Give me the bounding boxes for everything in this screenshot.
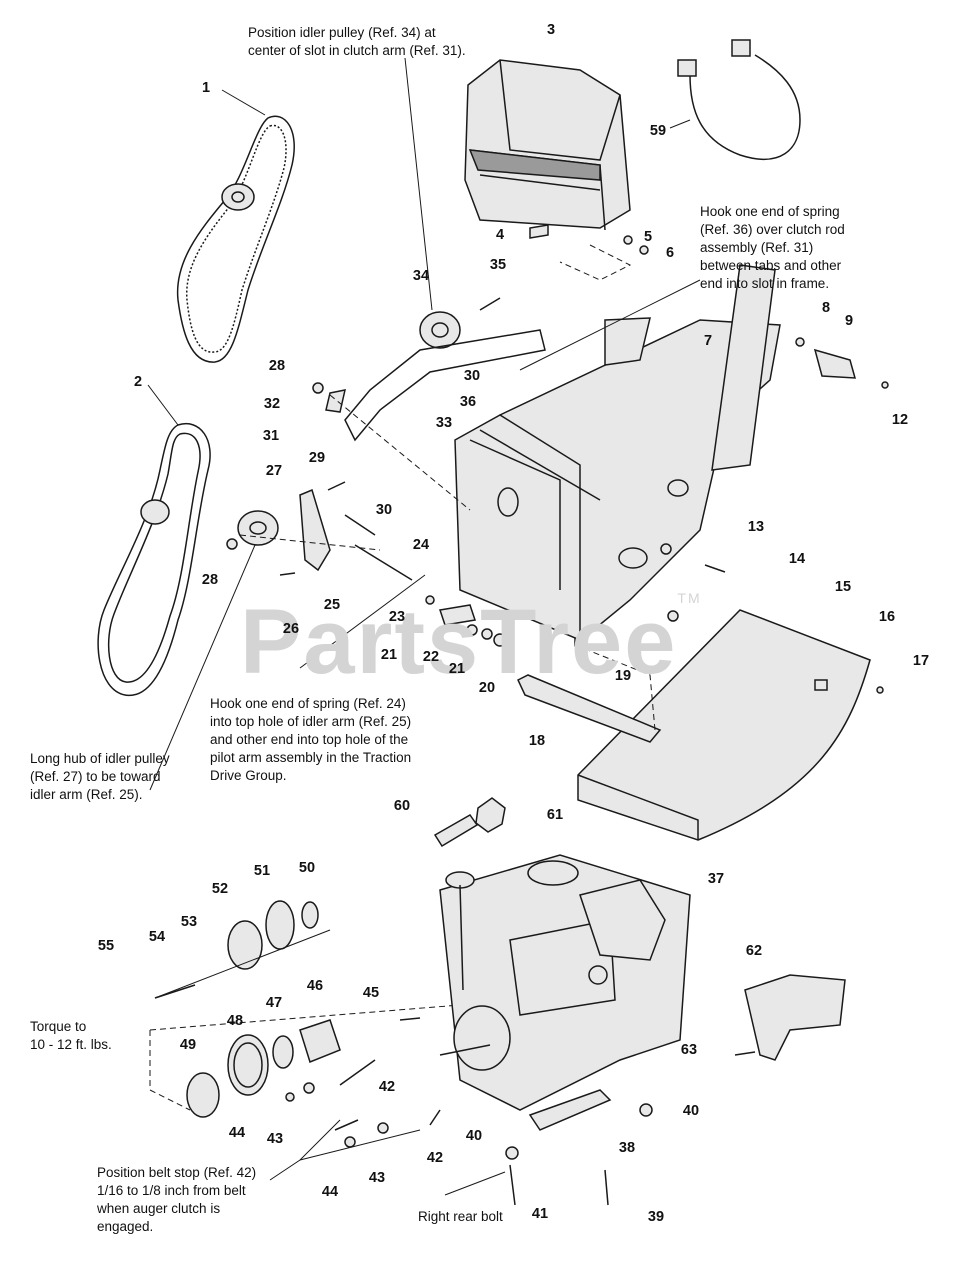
ref-number: 61 [546, 807, 564, 823]
ref-number: 39 [647, 1209, 665, 1225]
note-spring-24: Hook one end of spring (Ref. 24) into to… [210, 696, 412, 783]
ref-number: 44 [321, 1184, 339, 1200]
plate-38 [528, 1089, 612, 1131]
ref-number: 28 [268, 358, 286, 374]
ref-number: 31 [262, 428, 280, 444]
ref-number: 59 [649, 123, 667, 139]
ref-number: 3 [546, 22, 556, 38]
ref-number: 37 [707, 871, 725, 887]
idler-pulley-27 [237, 488, 413, 581]
ref-number: 49 [179, 1037, 197, 1053]
bottom-plate-15 [577, 609, 871, 841]
ref-number: 35 [489, 257, 507, 273]
ref-number: 13 [747, 519, 765, 535]
ref-number: 15 [834, 579, 852, 595]
ref-number: 27 [265, 463, 283, 479]
ref-number: 20 [478, 680, 496, 696]
ref-number: 22 [422, 649, 440, 665]
engine-37 [439, 854, 691, 1111]
ref-number: 17 [912, 653, 930, 669]
ref-number: 60 [393, 798, 411, 814]
watermark-text: PartsTree [240, 591, 678, 693]
leader-lines [147, 57, 701, 1196]
ref-number: 23 [388, 609, 406, 625]
ref-number: 40 [682, 1103, 700, 1119]
ref-number: 62 [745, 943, 763, 959]
trademark-mark: TM [677, 590, 702, 606]
ref-number: 52 [211, 881, 229, 897]
ref-number: 43 [368, 1170, 386, 1186]
ref-number: 50 [298, 860, 316, 876]
shield-62 [744, 974, 846, 1061]
ref-number: 34 [412, 268, 430, 284]
note-right-rear-bolt: Right rear bolt [418, 1209, 503, 1224]
note-spring-36: Hook one end of spring (Ref. 36) over cl… [700, 204, 845, 291]
ref-number: 21 [380, 647, 398, 663]
ref-number: 9 [844, 313, 854, 329]
ref-number: 63 [680, 1042, 698, 1058]
ref-number: 36 [459, 394, 477, 410]
ref-number: 48 [226, 1013, 244, 1029]
ref-number: 30 [375, 502, 393, 518]
ref-number: 53 [180, 914, 198, 930]
ref-number: 41 [531, 1206, 549, 1222]
ref-number: 46 [306, 978, 324, 994]
ref-number: 54 [148, 929, 166, 945]
ref-number: 40 [465, 1128, 483, 1144]
ref-number: 5 [643, 229, 653, 245]
ref-number: 51 [253, 863, 271, 879]
note-idler-pulley: Position idler pulley (Ref. 34) at cente… [248, 25, 466, 58]
ref-number: 28 [201, 572, 219, 588]
spacer-60 [433, 797, 506, 848]
ref-number: 55 [97, 938, 115, 954]
fasteners [154, 224, 889, 1206]
wire-harness-59 [677, 39, 801, 160]
drive-belt-1 [176, 115, 295, 363]
ref-number: 43 [266, 1131, 284, 1147]
ref-number: 26 [282, 621, 300, 637]
ref-number: 7 [703, 333, 713, 349]
ref-number: 6 [665, 245, 675, 261]
ref-number: 47 [265, 995, 283, 1011]
ref-number: 24 [412, 537, 430, 553]
ref-number: 45 [362, 985, 380, 1001]
ref-number: 4 [495, 227, 505, 243]
ref-number: 2 [133, 374, 143, 390]
belt-cover-3 [464, 59, 631, 231]
ref-number: 38 [618, 1140, 636, 1156]
ref-number: 30 [463, 368, 481, 384]
ref-number: 44 [228, 1125, 246, 1141]
ref-number: 14 [788, 551, 806, 567]
note-belt-stop: Position belt stop (Ref. 42) 1/16 to 1/8… [97, 1165, 257, 1234]
ref-number: 42 [426, 1150, 444, 1166]
ref-number: 18 [528, 733, 546, 749]
pulley-stack [149, 900, 461, 1118]
v-belt-2 [97, 423, 211, 697]
ref-number: 42 [378, 1079, 396, 1095]
bracket-18 [517, 674, 662, 743]
watermark: PartsTreeTM [240, 590, 702, 695]
ref-number: 29 [308, 450, 326, 466]
ref-number: 16 [878, 609, 896, 625]
note-long-hub: Long hub of idler pulley (Ref. 27) to be… [30, 751, 170, 802]
ref-number: 33 [435, 415, 453, 431]
ref-number: 1 [201, 80, 211, 96]
ref-number: 32 [263, 396, 281, 412]
ref-number: 19 [614, 668, 632, 684]
ref-number: 21 [448, 661, 466, 677]
ref-number: 12 [891, 412, 909, 428]
ref-number: 25 [323, 597, 341, 613]
frame-7 [454, 264, 781, 647]
ref-number: 8 [821, 300, 831, 316]
note-torque: Torque to 10 - 12 ft. lbs. [30, 1019, 112, 1052]
